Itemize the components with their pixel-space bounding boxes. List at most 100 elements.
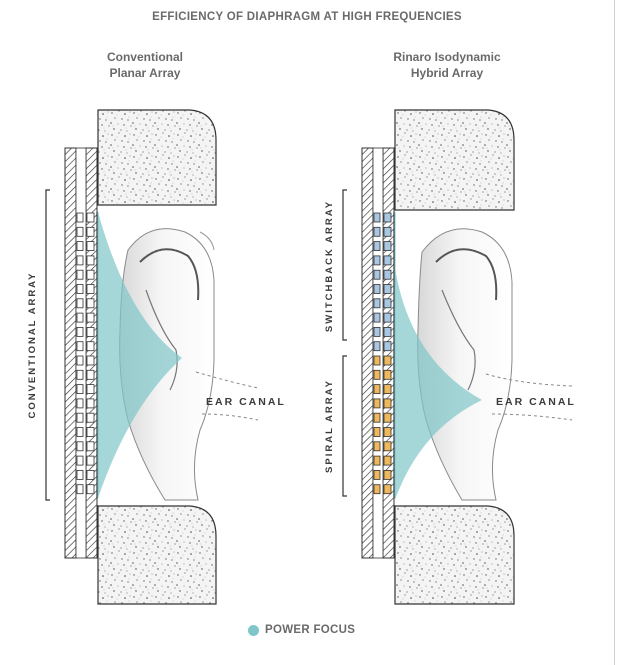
right-power-focus [395,268,482,500]
magnet [86,412,95,423]
magnet [373,312,381,323]
magnet [383,398,392,409]
magnet [76,269,84,280]
magnet [373,241,381,252]
magnet [86,455,95,466]
magnet [383,484,392,495]
power-focus-legend-label: POWER FOCUS [265,624,356,636]
left-subtitle-line2: Planar Array [109,66,181,80]
magnet [76,484,84,495]
magnet [373,226,381,237]
magnet [76,241,84,252]
magnet [373,369,381,380]
magnet [383,412,392,423]
magnet [373,484,381,495]
magnet [383,384,392,395]
magnet [383,212,392,223]
magnet [383,355,392,366]
magnet [86,255,95,266]
magnet [383,312,392,323]
magnet [86,441,95,452]
right-panel-subtitle: Rinaro Isodynamic Hybrid Array [357,49,537,81]
magnet [373,441,381,452]
magnet [76,427,84,437]
magnet [373,284,381,294]
left-panel-subtitle: Conventional Planar Array [55,49,235,81]
left-panel [45,109,259,605]
right-ear-canal-label: EAR CANAL [496,396,576,408]
magnet [383,241,392,252]
magnet [383,341,392,352]
right-upper-ear-pad [394,109,515,211]
left-array-bracket [45,189,50,501]
magnet [383,326,392,337]
magnet [76,226,84,237]
magnet [86,212,95,223]
left-lower-ear-pad [97,505,217,605]
magnet [383,441,392,452]
magnet [383,284,392,294]
magnet [86,241,95,252]
left-subtitle-line1: Conventional [106,50,183,64]
switchback-array-bracket [342,189,347,341]
magnet [373,298,381,309]
magnet [76,441,84,452]
magnet [86,427,95,437]
magnet [373,398,381,409]
magnet [383,298,392,309]
left-magnet-stack [76,212,95,495]
magnet [86,384,95,395]
right-magnet-stack [373,212,392,495]
legend: POWER FOCUS [248,624,355,636]
right-lower-ear-pad [394,505,515,605]
right-ear-canal-line [485,373,573,387]
magnet [76,255,84,266]
left-ear-canal-label: EAR CANAL [206,396,286,408]
magnet [76,341,84,352]
magnet [86,355,95,366]
magnet [373,355,381,366]
magnet [383,427,392,437]
magnet [373,455,381,466]
left-driver-array [64,147,99,559]
magnet [76,384,84,395]
magnet [373,384,381,395]
magnet [373,326,381,337]
magnet [86,284,95,294]
magnet [76,412,84,423]
magnet [76,312,84,323]
magnet [76,455,84,466]
magnet [76,284,84,294]
magnet [86,398,95,409]
magnet [383,469,392,480]
left-power-focus [98,212,182,498]
left-upper-ear-pad [97,109,217,206]
magnet [86,298,95,309]
magnet [76,298,84,309]
right-subtitle-line1: Rinaro Isodynamic [393,50,501,64]
magnet [76,369,84,380]
magnet [373,427,381,437]
magnet [76,326,84,337]
magnet [373,269,381,280]
right-subtitle-line2: Hybrid Array [410,66,484,80]
magnet [373,469,381,480]
magnet [86,269,95,280]
magnet [383,226,392,237]
conventional-array-label: CONVENTIONAL ARRAY [27,271,38,419]
magnet [86,326,95,337]
magnet [373,212,381,223]
magnet [76,398,84,409]
magnet [373,255,381,266]
magnet [373,341,381,352]
magnet [76,469,84,480]
right-ear-canal-line-lower [491,413,573,421]
page-title: EFFICIENCY OF DIAPHRAGM AT HIGH FREQUENC… [152,11,462,23]
magnet [86,469,95,480]
magnet [383,255,392,266]
right-driver-array [361,147,396,559]
right-ear [417,228,513,501]
magnet [373,412,381,423]
left-ear-canal-line [195,371,259,389]
